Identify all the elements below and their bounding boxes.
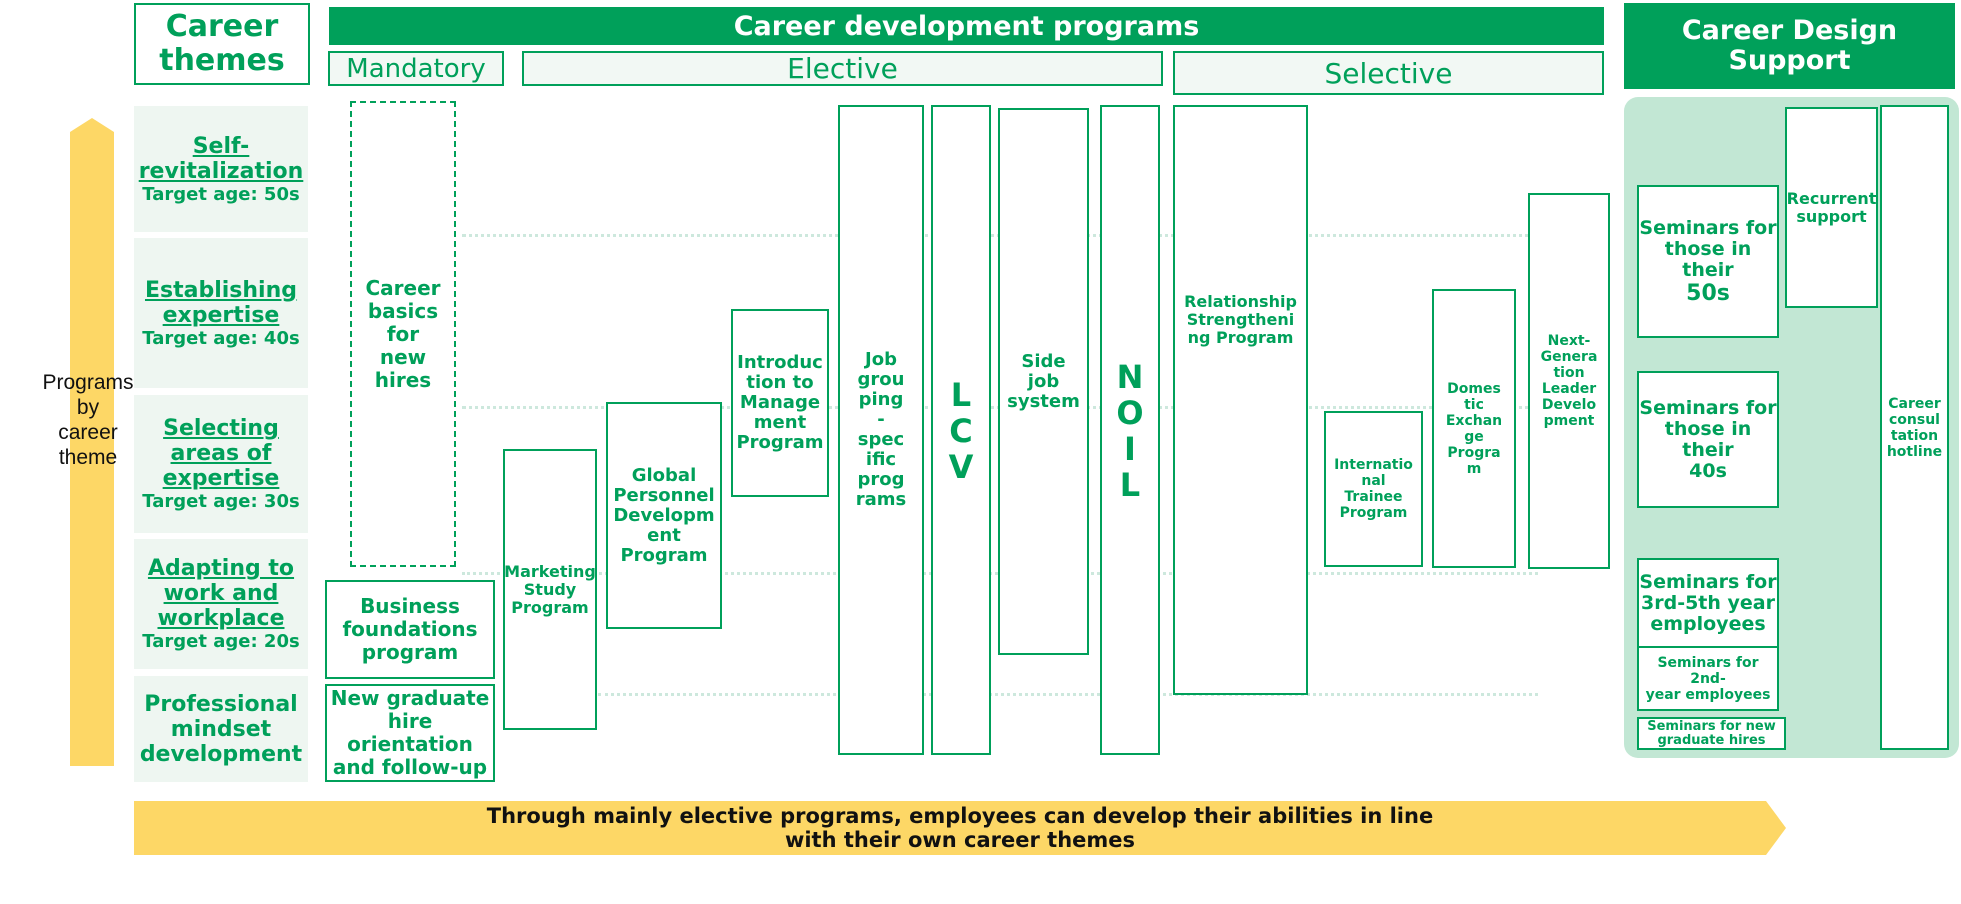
- seminar-2nd-year: Seminars for 2nd- year employees: [1637, 646, 1779, 711]
- footer-arrow: [134, 801, 1786, 855]
- program-global-personnel: Global Personnel Developm ent Program: [606, 402, 722, 629]
- theme-name: Establishing expertise: [144, 277, 298, 328]
- career-design-support-header: Career Design Support: [1624, 3, 1955, 89]
- seminar-50s-line1: Seminars for those in their: [1639, 216, 1777, 281]
- footer-text: Through mainly elective programs, employ…: [486, 804, 1434, 852]
- noil-label: NOIL: [1111, 358, 1149, 502]
- theme-target-age: Target age: 50s: [142, 183, 300, 205]
- career-arrow-up: [70, 118, 114, 766]
- program-next-generation-leader: Next- Genera tion Leader Develo pment: [1528, 193, 1610, 569]
- career-development-header: Career development programs: [329, 7, 1604, 45]
- elective-header: Elective: [522, 51, 1163, 86]
- program-career-basics: Career basics for new hires: [350, 101, 456, 567]
- program-intro-management: Introduc tion to Manage ment Program: [731, 309, 829, 497]
- mandatory-header: Mandatory: [328, 51, 504, 86]
- theme-name: Adapting to work and workplace: [147, 556, 295, 631]
- program-noil: NOIL: [1100, 105, 1160, 755]
- theme-selecting-areas: Selecting areas of expertise Target age:…: [134, 395, 308, 533]
- theme-adapting-to-work: Adapting to work and workplace Target ag…: [134, 539, 308, 669]
- theme-self-revitalization: Self- revitalization Target age: 50s: [134, 106, 308, 232]
- theme-target-age: Target age: 40s: [142, 327, 300, 349]
- program-side-job: Side job system: [998, 108, 1089, 655]
- theme-target-age: Target age: 30s: [142, 491, 300, 512]
- program-marketing-study: Marketing Study Program: [503, 449, 597, 730]
- seminar-new-graduate: Seminars for new graduate hires: [1637, 717, 1786, 750]
- theme-name: Selecting areas of expertise: [162, 416, 280, 491]
- theme-name: Professional mindset development: [139, 691, 303, 767]
- side-label: Programs by career theme: [42, 371, 134, 469]
- guide-line-20s: [598, 693, 1538, 696]
- program-relationship-strengthening: Relationship Strengtheni ng Program: [1173, 105, 1308, 695]
- program-recurrent-support: Recurrent support: [1785, 107, 1878, 308]
- program-new-graduate-orientation: New graduate hire orientation and follow…: [325, 684, 495, 782]
- program-international-trainee: Internatio nal Trainee Program: [1324, 411, 1423, 567]
- selective-header: Selective: [1173, 51, 1604, 95]
- program-lcv: LCV: [931, 105, 991, 755]
- program-career-consultation-hotline: Career consul tation hotline: [1880, 105, 1949, 750]
- theme-name: Self- revitalization: [138, 133, 304, 184]
- seminar-3rd-5th-year: Seminars for 3rd-5th year employees: [1637, 558, 1779, 648]
- theme-professional-mindset: Professional mindset development: [134, 676, 308, 782]
- theme-establishing-expertise: Establishing expertise Target age: 40s: [134, 238, 308, 388]
- program-business-foundations: Business foundations program: [325, 580, 495, 679]
- seminar-40s: Seminars for those in their 40s: [1637, 371, 1779, 508]
- seminar-50s-line2: 50s: [1686, 280, 1730, 306]
- seminar-50s: Seminars for those in their 50s: [1637, 185, 1779, 338]
- career-themes-header: Career themes: [134, 3, 310, 85]
- lcv-label: LCV: [942, 376, 980, 484]
- program-domestic-exchange: Domes tic Exchan ge Progra m: [1432, 289, 1516, 568]
- theme-target-age: Target age: 20s: [142, 631, 300, 652]
- program-job-grouping: Job grou ping - spec ific prog rams: [838, 105, 924, 755]
